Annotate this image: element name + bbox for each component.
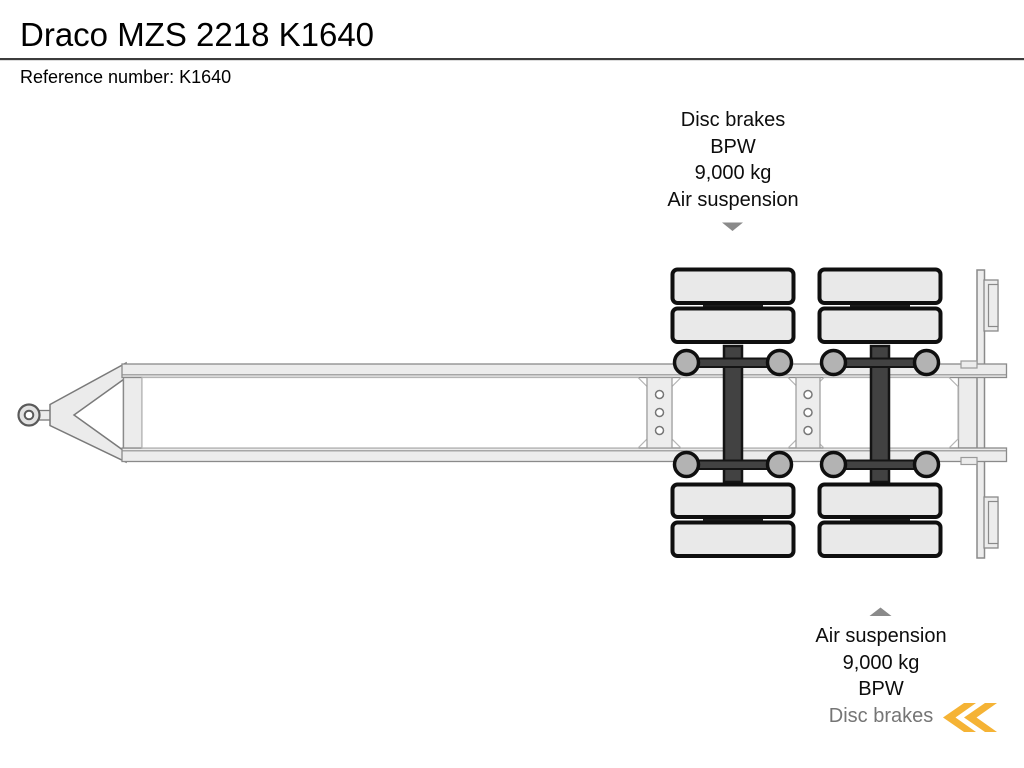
rear-bumper-group: [957, 269, 999, 559]
bolt-hole: [803, 389, 813, 400]
tire: [817, 482, 943, 519]
double-chevron-left-icon: [964, 703, 997, 732]
annotation-line: Disc brakes: [828, 704, 934, 727]
double-chevron-left-icon: [943, 703, 976, 732]
air-bellow: [765, 348, 794, 377]
axle-beam: [869, 344, 891, 484]
rear-step-bottom: [960, 456, 978, 466]
deck-panel: [141, 376, 648, 449]
up-triangle-icon: [869, 607, 892, 616]
rear-step-top: [960, 360, 978, 369]
tire: [670, 520, 796, 558]
axle-beam: [722, 344, 744, 484]
annotation-line: Air suspension: [815, 625, 947, 647]
air-bellow: [672, 450, 701, 479]
air-bellow: [912, 348, 941, 377]
bolt-hole: [654, 425, 665, 436]
front-crossmember: [122, 376, 143, 449]
front-axle-annotation: Disc brakes BPW 9,000 kg Air suspension: [667, 107, 798, 213]
air-bellow: [912, 450, 941, 479]
tow-eye-hole: [23, 409, 35, 421]
bolt-hole: [654, 407, 665, 418]
air-bellow: [819, 348, 848, 377]
tire: [670, 267, 796, 305]
bolt-hole: [654, 389, 665, 400]
tire: [817, 306, 943, 344]
drawbar-group: [17, 361, 127, 464]
annotation-line: Air suspension: [667, 188, 799, 211]
axle-2-group: [817, 267, 943, 558]
axle-1-group: [670, 267, 796, 558]
air-bellow: [765, 450, 794, 479]
annotation-line: Disc brakes: [680, 109, 786, 131]
reference-number: Reference number: K1640: [20, 67, 232, 87]
cross-plate-2: [795, 376, 821, 449]
air-bellow: [819, 450, 848, 479]
tire: [670, 482, 796, 519]
down-triangle-icon: [722, 222, 743, 231]
bolt-hole: [803, 425, 813, 436]
annotation-line: BPW: [858, 678, 904, 700]
rear-axle-annotation: Air suspension 9,000 kg BPW Disc brakes: [815, 623, 946, 729]
tire: [817, 520, 943, 558]
annotation-line: BPW: [710, 135, 756, 158]
air-bellow: [672, 348, 701, 377]
page-title: Draco MZS 2218 K1640: [20, 16, 375, 53]
annotation-line: 9,000 kg: [694, 162, 772, 184]
cross-plate-1: [646, 376, 673, 449]
header-divider: [0, 58, 1024, 61]
tire: [817, 267, 943, 305]
brand-chevrons-logo: [943, 703, 997, 732]
annotation-line: 9,000 kg: [842, 651, 920, 674]
rear-light-bar: [976, 269, 986, 559]
a-frame-drawbar: [49, 361, 127, 464]
bolt-hole: [803, 407, 813, 418]
tire: [670, 306, 796, 344]
